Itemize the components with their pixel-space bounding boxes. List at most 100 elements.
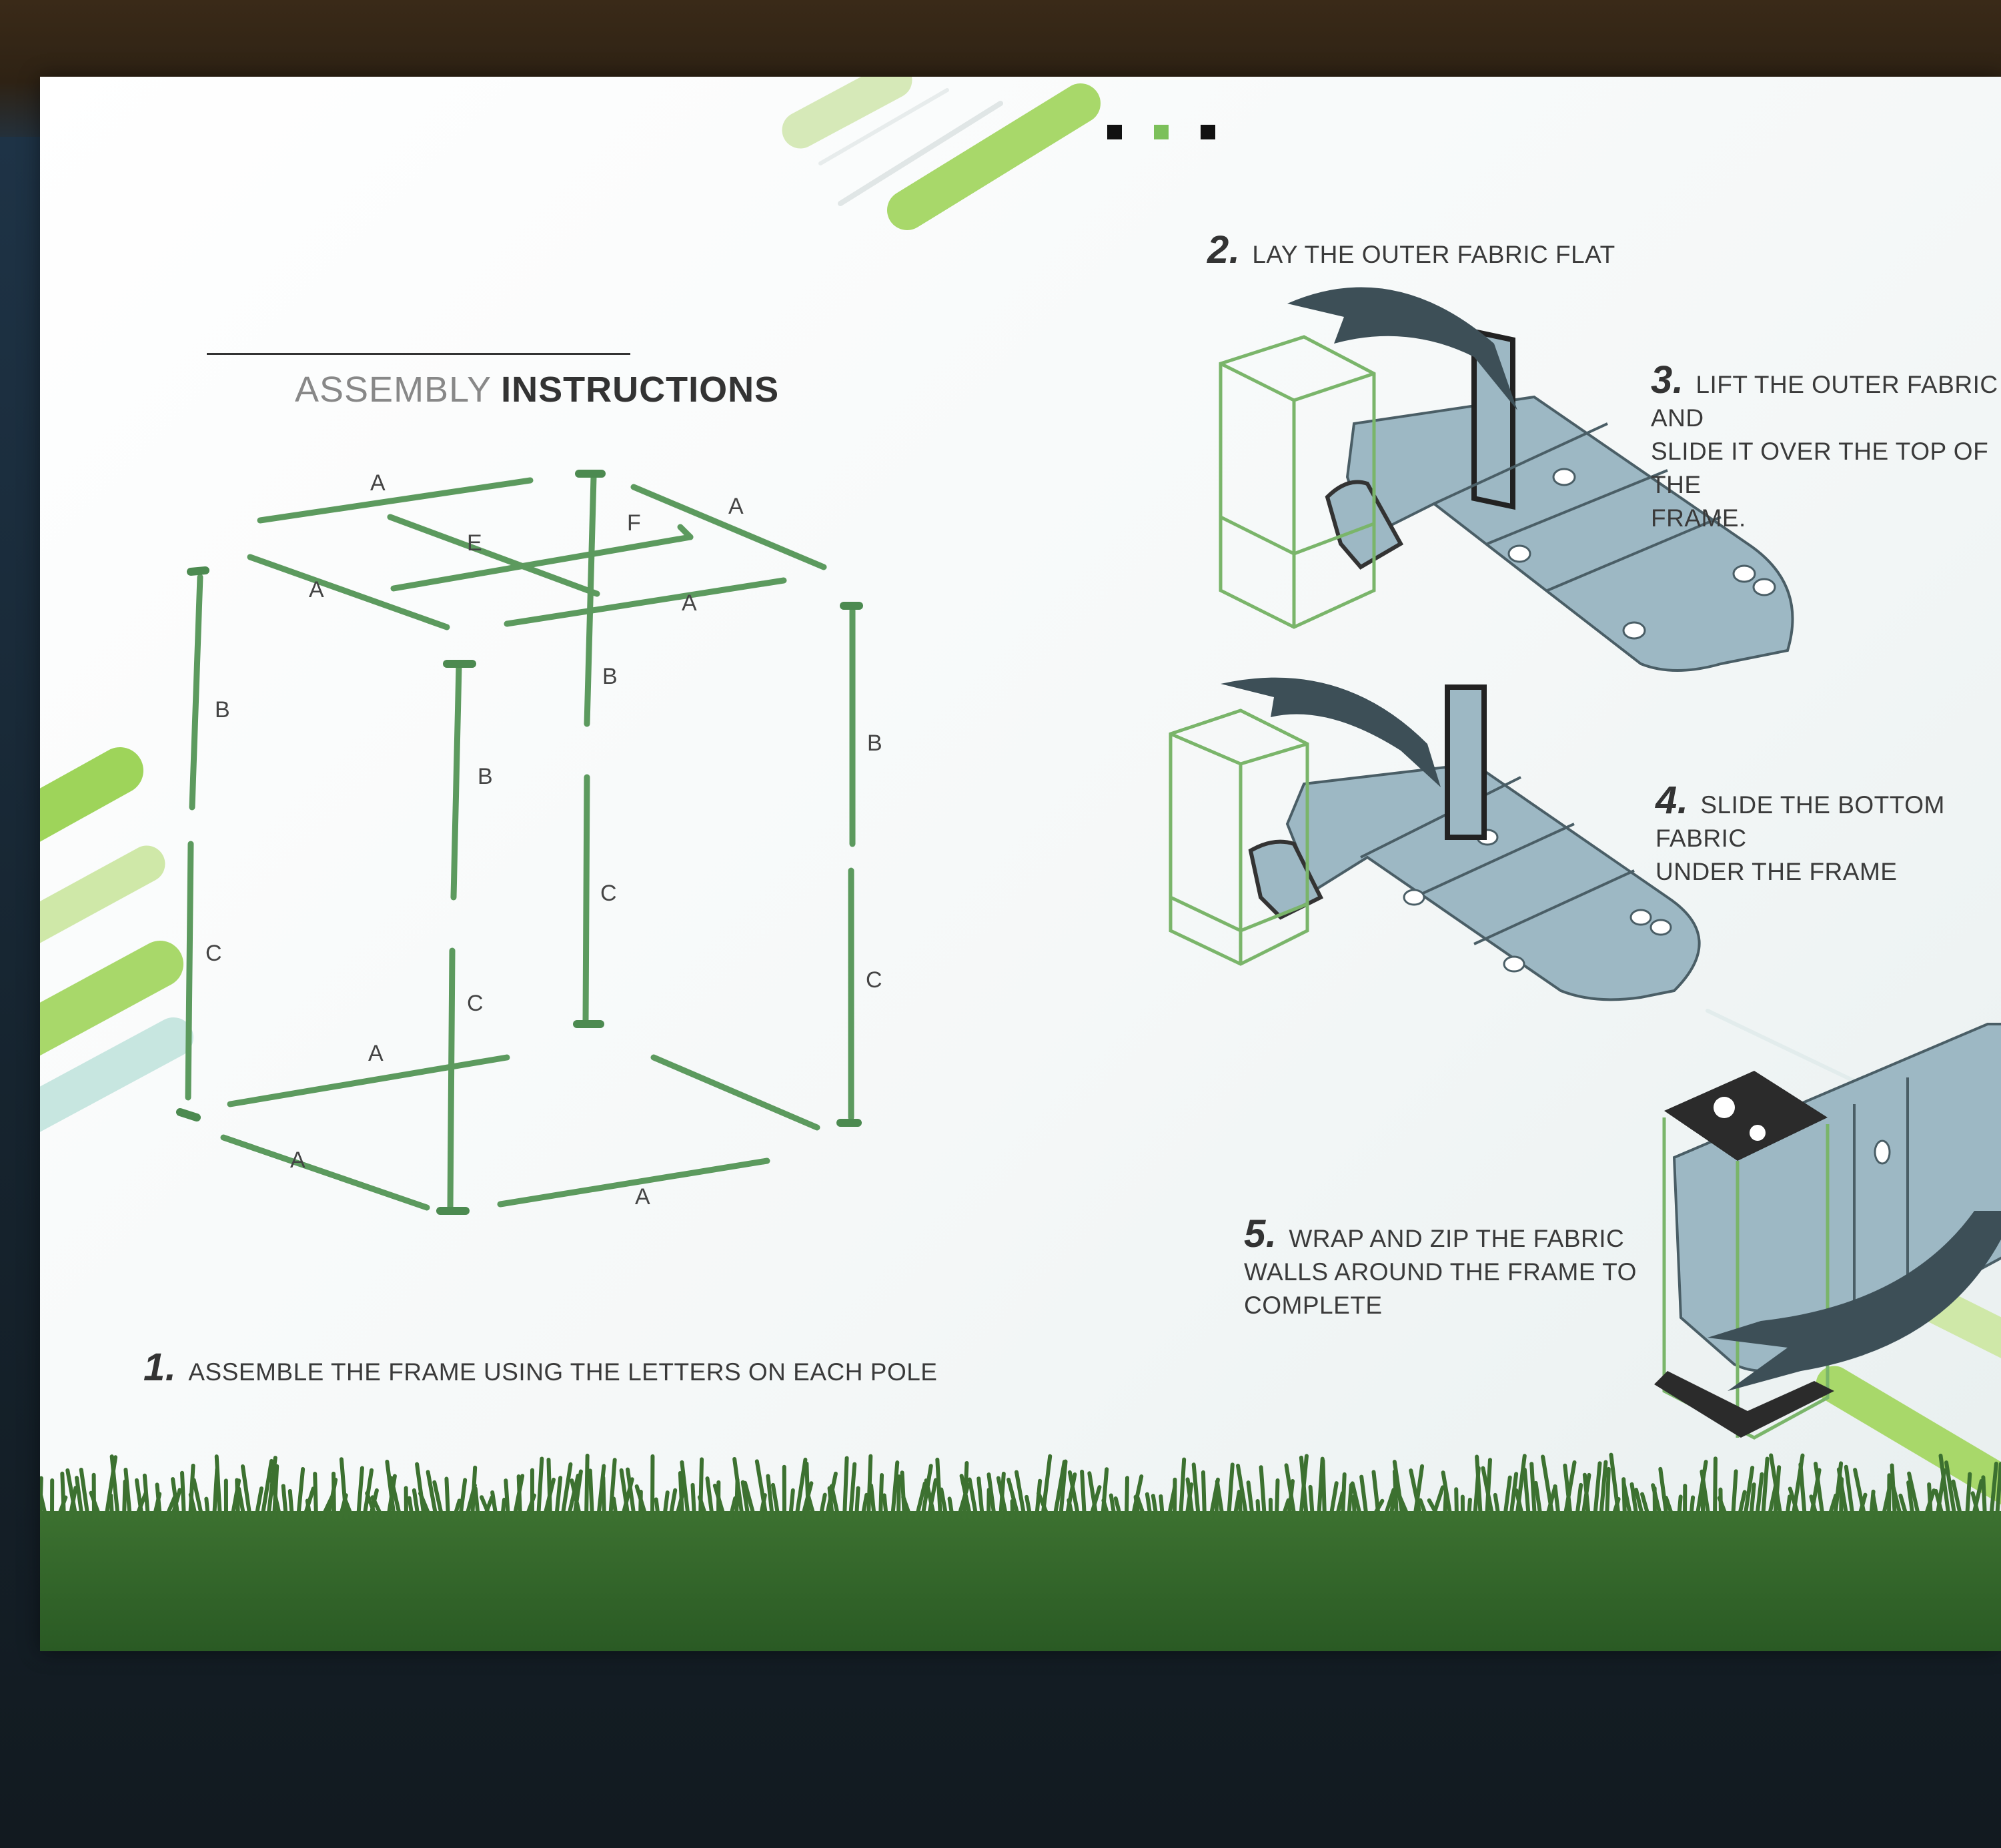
grass-blade	[1809, 1494, 1819, 1520]
label-b-4: B	[867, 731, 882, 756]
grass-blade	[967, 1477, 978, 1520]
step-5-line-2: WALLS AROUND THE FRAME TO	[1244, 1258, 1637, 1286]
grass-blade	[1951, 1479, 1963, 1520]
grass-blade	[1475, 1454, 1483, 1520]
grass-blade	[732, 1456, 744, 1520]
grass-blade	[1159, 1494, 1165, 1520]
grass-blade	[1541, 1454, 1555, 1520]
grass-footer	[40, 1452, 2001, 1651]
grass-blade	[654, 1497, 660, 1520]
frame-box-final	[1662, 1117, 1830, 1440]
grass-blade	[1981, 1475, 1987, 1520]
step-4-line-1: SLIDE THE BOTTOM FABRIC	[1655, 791, 1945, 852]
pole-a-bottom-left	[220, 1134, 430, 1211]
grass-blade	[678, 1471, 684, 1520]
grass-blade	[1413, 1464, 1425, 1520]
grass-blade	[1529, 1462, 1537, 1520]
grass-blade	[79, 1467, 90, 1520]
grass-blade	[601, 1475, 606, 1520]
grass-blade	[188, 1492, 198, 1520]
grass-blade	[1891, 1485, 1903, 1520]
grass-blade	[1599, 1460, 1608, 1520]
pole-a-bottom-back	[227, 1054, 510, 1107]
title-light: ASSEMBLY	[295, 370, 492, 410]
title-bold: INSTRUCTIONS	[501, 370, 780, 410]
grass-blade	[89, 1490, 102, 1520]
grass-blade	[268, 1473, 282, 1520]
grass-blade	[412, 1488, 420, 1520]
grass-blade	[1640, 1492, 1651, 1520]
grass-blade	[155, 1482, 162, 1520]
grass-blade	[818, 1492, 827, 1520]
label-a-5: A	[368, 1041, 384, 1066]
grass-blade	[1080, 1469, 1087, 1520]
grass-blade	[1215, 1479, 1225, 1520]
grass-blade	[854, 1486, 860, 1520]
step-3: 3.LIFT THE OUTER FABRIC AND SLIDE IT OVE…	[1651, 361, 2001, 535]
grass-blade	[896, 1474, 901, 1520]
grass-blade	[1236, 1464, 1249, 1520]
grass-blade	[1481, 1466, 1495, 1520]
grass-blade	[1299, 1455, 1309, 1520]
step-5-illustration	[1654, 1023, 2001, 1440]
grass-blade	[356, 1466, 364, 1520]
grass-blade	[260, 1458, 274, 1520]
grass-blade	[705, 1476, 714, 1520]
grass-blade	[1677, 1494, 1683, 1520]
dot-1	[1107, 125, 1122, 139]
grass-blade	[935, 1457, 942, 1520]
grass-blade	[370, 1495, 384, 1520]
step-2-text: LAY THE OUTER FABRIC FLAT	[1252, 241, 1615, 268]
grass-blade	[1633, 1488, 1645, 1520]
pole-a-top-back	[257, 477, 534, 524]
grass-blade	[1836, 1467, 1849, 1520]
grass-blade	[712, 1483, 726, 1520]
grass-blade	[924, 1478, 936, 1520]
grass-blade	[1509, 1472, 1519, 1520]
grass-blade	[122, 1479, 127, 1520]
grass-blade	[1418, 1498, 1429, 1520]
grass-blade	[1284, 1463, 1297, 1520]
grass-blade	[1101, 1467, 1109, 1520]
grass-blade	[444, 1476, 450, 1520]
pole-b-left	[189, 574, 203, 811]
grass-blade	[596, 1464, 606, 1520]
step-3-illustration	[1219, 287, 1794, 672]
grass-blade	[619, 1468, 630, 1520]
grass-blade	[1609, 1452, 1621, 1520]
grass-blade	[171, 1477, 180, 1520]
frame-box-upper	[1219, 335, 1376, 629]
label-a-4: A	[682, 590, 697, 616]
label-a-1: A	[370, 470, 386, 496]
step-5: 5.WRAP AND ZIP THE FABRIC WALLS AROUND T…	[1244, 1215, 1637, 1322]
grass-blade	[504, 1478, 510, 1520]
grass-blade	[1007, 1477, 1021, 1520]
grass-blade	[1898, 1493, 1909, 1520]
grass-blade	[1533, 1480, 1543, 1520]
pole-a-bottom-front	[497, 1158, 770, 1208]
step-1-text: ASSEMBLE THE FRAME USING THE LETTERS ON …	[188, 1358, 938, 1386]
label-c-2: C	[600, 881, 617, 906]
arrow-upper-icon	[1287, 287, 1517, 410]
frame-diagram: A A A A E F B B B B C C C C A A A	[176, 470, 882, 1215]
grass-blade	[608, 1458, 617, 1520]
grass-blade	[1713, 1456, 1718, 1520]
grass-blade	[740, 1480, 750, 1520]
pole-b-front	[450, 664, 462, 901]
grass-blade	[1191, 1462, 1201, 1520]
pole-a-bottom-right	[650, 1054, 820, 1131]
grass-blade	[1827, 1493, 1838, 1520]
grass-blade	[1731, 1469, 1738, 1520]
grass-blade	[794, 1457, 808, 1520]
grass-blade	[1605, 1466, 1611, 1520]
grass-blade	[134, 1478, 144, 1520]
grass-blade	[626, 1467, 636, 1520]
step-5-number: 5.	[1244, 1212, 1277, 1256]
grass-blade	[458, 1478, 468, 1520]
grass-blade	[770, 1482, 780, 1520]
grass-blade	[788, 1488, 795, 1520]
grass-blade	[1970, 1491, 1981, 1520]
grass-blade	[1927, 1482, 1933, 1520]
label-a-7: A	[635, 1184, 650, 1210]
